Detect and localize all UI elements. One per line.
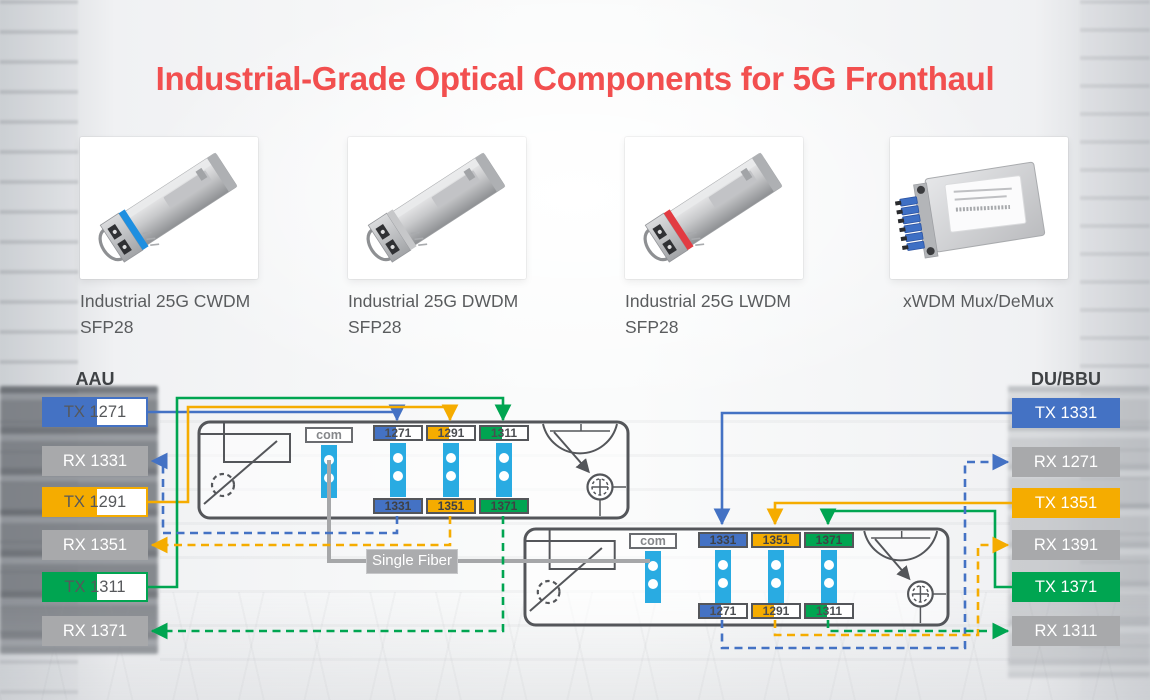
mux2-com-label: com: [629, 533, 677, 549]
aau-rx-1331-chip: RX 1331: [42, 446, 148, 476]
mux1-com-port: [321, 445, 337, 498]
du-bbu-header: DU/BBU: [1031, 369, 1101, 389]
product-card-dwdm-sfp28[interactable]: [348, 137, 526, 279]
product-label-cwdm: Industrial 25G CWDM SFP28: [80, 288, 350, 340]
mux2-port-1311-label: 1311: [804, 603, 854, 619]
mux1-port-1371-label: 1371: [479, 498, 529, 514]
xwdm-mux-demux-image: [890, 137, 1068, 279]
product-label-cwdm-line1: Industrial 25G CWDM: [80, 291, 251, 311]
product-label-xwdm: xWDM Mux/DeMux: [903, 288, 1150, 314]
aau-rx-1371-chip: RX 1371: [42, 616, 148, 646]
du-tx1331-line: [713, 411, 1012, 526]
mux1-port-1351-label: 1351: [426, 498, 476, 514]
product-label-cwdm-line2: SFP28: [80, 317, 134, 337]
mux2-port-1331-adapter: [715, 550, 731, 603]
product-card-cwdm-sfp28[interactable]: [80, 137, 258, 279]
product-label-dwdm-line2: SFP28: [348, 317, 402, 337]
mux1-port-1271-label: 1271: [373, 425, 423, 441]
mux1-port-1271-adapter: [390, 443, 406, 497]
rx1351-dashed-line: [150, 516, 452, 554]
mux1-port-1291-adapter: [443, 443, 459, 497]
single-fiber-label: Single Fiber: [366, 549, 458, 574]
du-tx-1331-chip: TX 1331: [1012, 398, 1120, 428]
mux2-port-1291-label: 1291: [751, 603, 801, 619]
mux1-com-label: com: [305, 427, 353, 443]
aau-tx-1271-chip: TX 1271: [42, 397, 148, 427]
mux2-port-1271-label: 1271: [698, 603, 748, 619]
mux-demux-box-du-side: com 1331 1271 1351 1291 1371 1311: [523, 527, 950, 627]
mux1-port-1331-label: 1331: [373, 498, 423, 514]
du-rx-1311-chip: RX 1311: [1012, 616, 1120, 646]
lwdm-sfp28-image: [625, 137, 803, 279]
product-label-dwdm-line1: Industrial 25G DWDM: [348, 291, 519, 311]
product-label-dwdm: Industrial 25G DWDM SFP28: [348, 288, 618, 340]
aau-tx1271-line: [148, 404, 406, 422]
mux2-port-1351-label: 1351: [751, 532, 801, 548]
mux1-port-1291-label: 1291: [426, 425, 476, 441]
du-tx-1351-chip: TX 1351: [1012, 488, 1120, 518]
du-tx-1371-chip: TX 1371: [1012, 572, 1120, 602]
mux2-port-1351-adapter: [768, 550, 784, 603]
product-card-lwdm-sfp28[interactable]: [625, 137, 803, 279]
product-card-xwdm-mux-demux[interactable]: [890, 137, 1068, 279]
aau-tx-1291-chip: TX 1291: [42, 487, 148, 517]
du-tx1351-line: [766, 501, 1012, 526]
mux2-port-1371-adapter: [821, 550, 837, 603]
dwdm-sfp28-image: [348, 137, 526, 279]
mux1-port-1311-label: 1311: [479, 425, 529, 441]
mux-demux-box-aau-side: com 1271 1331 1291 1351 1311 1371: [197, 420, 630, 520]
mux2-com-port: [645, 551, 661, 603]
mux1-port-1311-adapter: [496, 443, 512, 497]
page-title: Industrial-Grade Optical Components for …: [155, 60, 995, 97]
product-label-lwdm-line2: SFP28: [625, 317, 679, 337]
mux2-port-1371-label: 1371: [804, 532, 854, 548]
mux2-port-1331-label: 1331: [698, 532, 748, 548]
product-label-lwdm-line1: Industrial 25G LWDM: [625, 291, 791, 311]
du-rx-1391-chip: RX 1391: [1012, 530, 1120, 560]
aau-rx-1351-chip: RX 1351: [42, 530, 148, 560]
aau-header: AAU: [75, 369, 115, 389]
du-rx-1271-chip: RX 1271: [1012, 447, 1120, 477]
product-label-xwdm-line1: xWDM Mux/DeMux: [903, 291, 1054, 311]
aau-tx-1311-chip: TX 1311: [42, 572, 148, 602]
cwdm-sfp28-image: [80, 137, 258, 279]
product-label-lwdm: Industrial 25G LWDM SFP28: [625, 288, 895, 340]
